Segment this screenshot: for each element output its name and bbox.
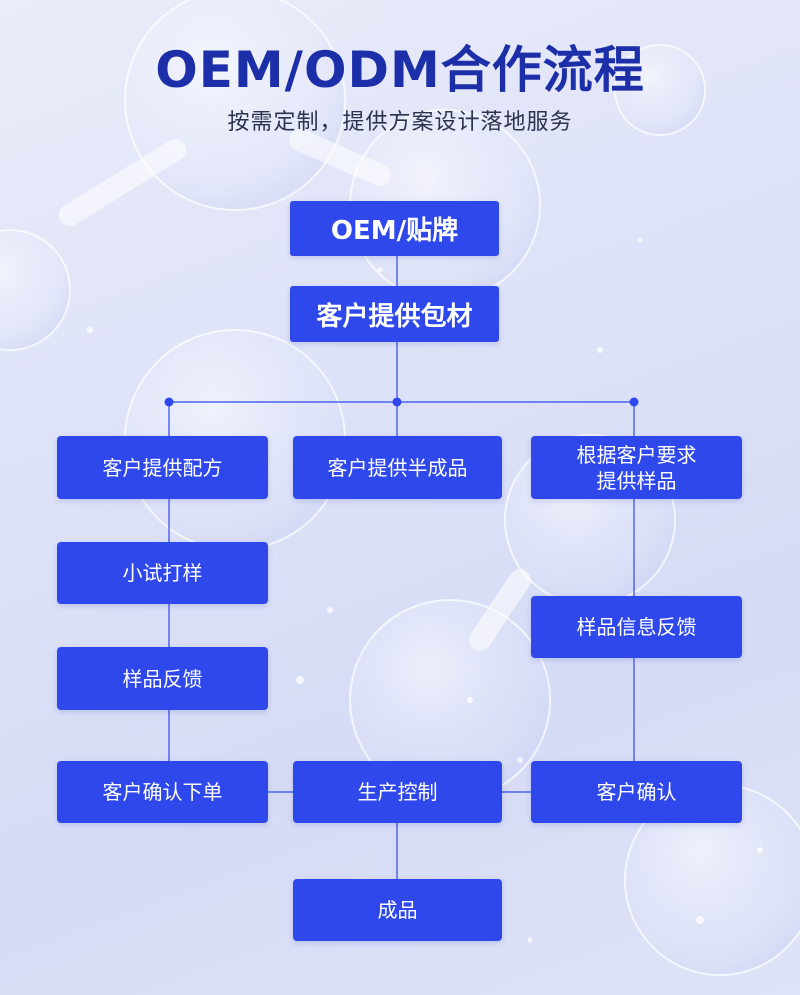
sample-feedback-label: 样品反馈 [122, 666, 203, 691]
client-packaging-label: 客户提供包材 [316, 301, 473, 332]
branch-dot-left [164, 397, 174, 407]
client-confirm-box: 客户确认 [531, 761, 742, 823]
sample-info-feedback-label: 样品信息反馈 [576, 615, 697, 639]
client-confirm-label: 客户确认 [596, 780, 677, 804]
page-subtitle: 按需定制，提供方案设计落地服务 [227, 110, 573, 135]
client-confirm-order-label: 客户确认下单 [102, 780, 223, 804]
trial-sample-box: 小试打样 [57, 542, 268, 604]
sample-request-line2: 提供样品 [596, 468, 677, 493]
branch-dot-right [629, 397, 639, 407]
finished-product-label: 成品 [377, 898, 418, 922]
client-semi-finished-box: 客户提供半成品 [293, 436, 502, 499]
branch-dot-middle [392, 397, 402, 407]
client-confirm-order-box: 客户确认下单 [57, 761, 268, 823]
finished-product-box: 成品 [293, 879, 502, 941]
page-title: OEM/ODM合作流程 [155, 41, 645, 99]
sample-feedback-box: 样品反馈 [57, 647, 268, 710]
oem-label: OEM/贴牌 [330, 216, 459, 246]
oem-box: OEM/贴牌 [290, 201, 499, 256]
client-formula-label: 客户提供配方 [102, 455, 223, 480]
sample-request-box: 根据客户要求 提供样品 [531, 436, 742, 499]
trial-sample-label: 小试打样 [122, 561, 203, 585]
client-packaging-box: 客户提供包材 [290, 286, 499, 342]
production-control-box: 生产控制 [293, 761, 502, 823]
client-formula-box: 客户提供配方 [57, 436, 268, 499]
client-semi-finished-label: 客户提供半成品 [327, 455, 468, 480]
sample-info-feedback-box: 样品信息反馈 [531, 596, 742, 658]
sample-request-line1: 根据客户要求 [576, 442, 697, 467]
production-control-label: 生产控制 [357, 780, 438, 804]
